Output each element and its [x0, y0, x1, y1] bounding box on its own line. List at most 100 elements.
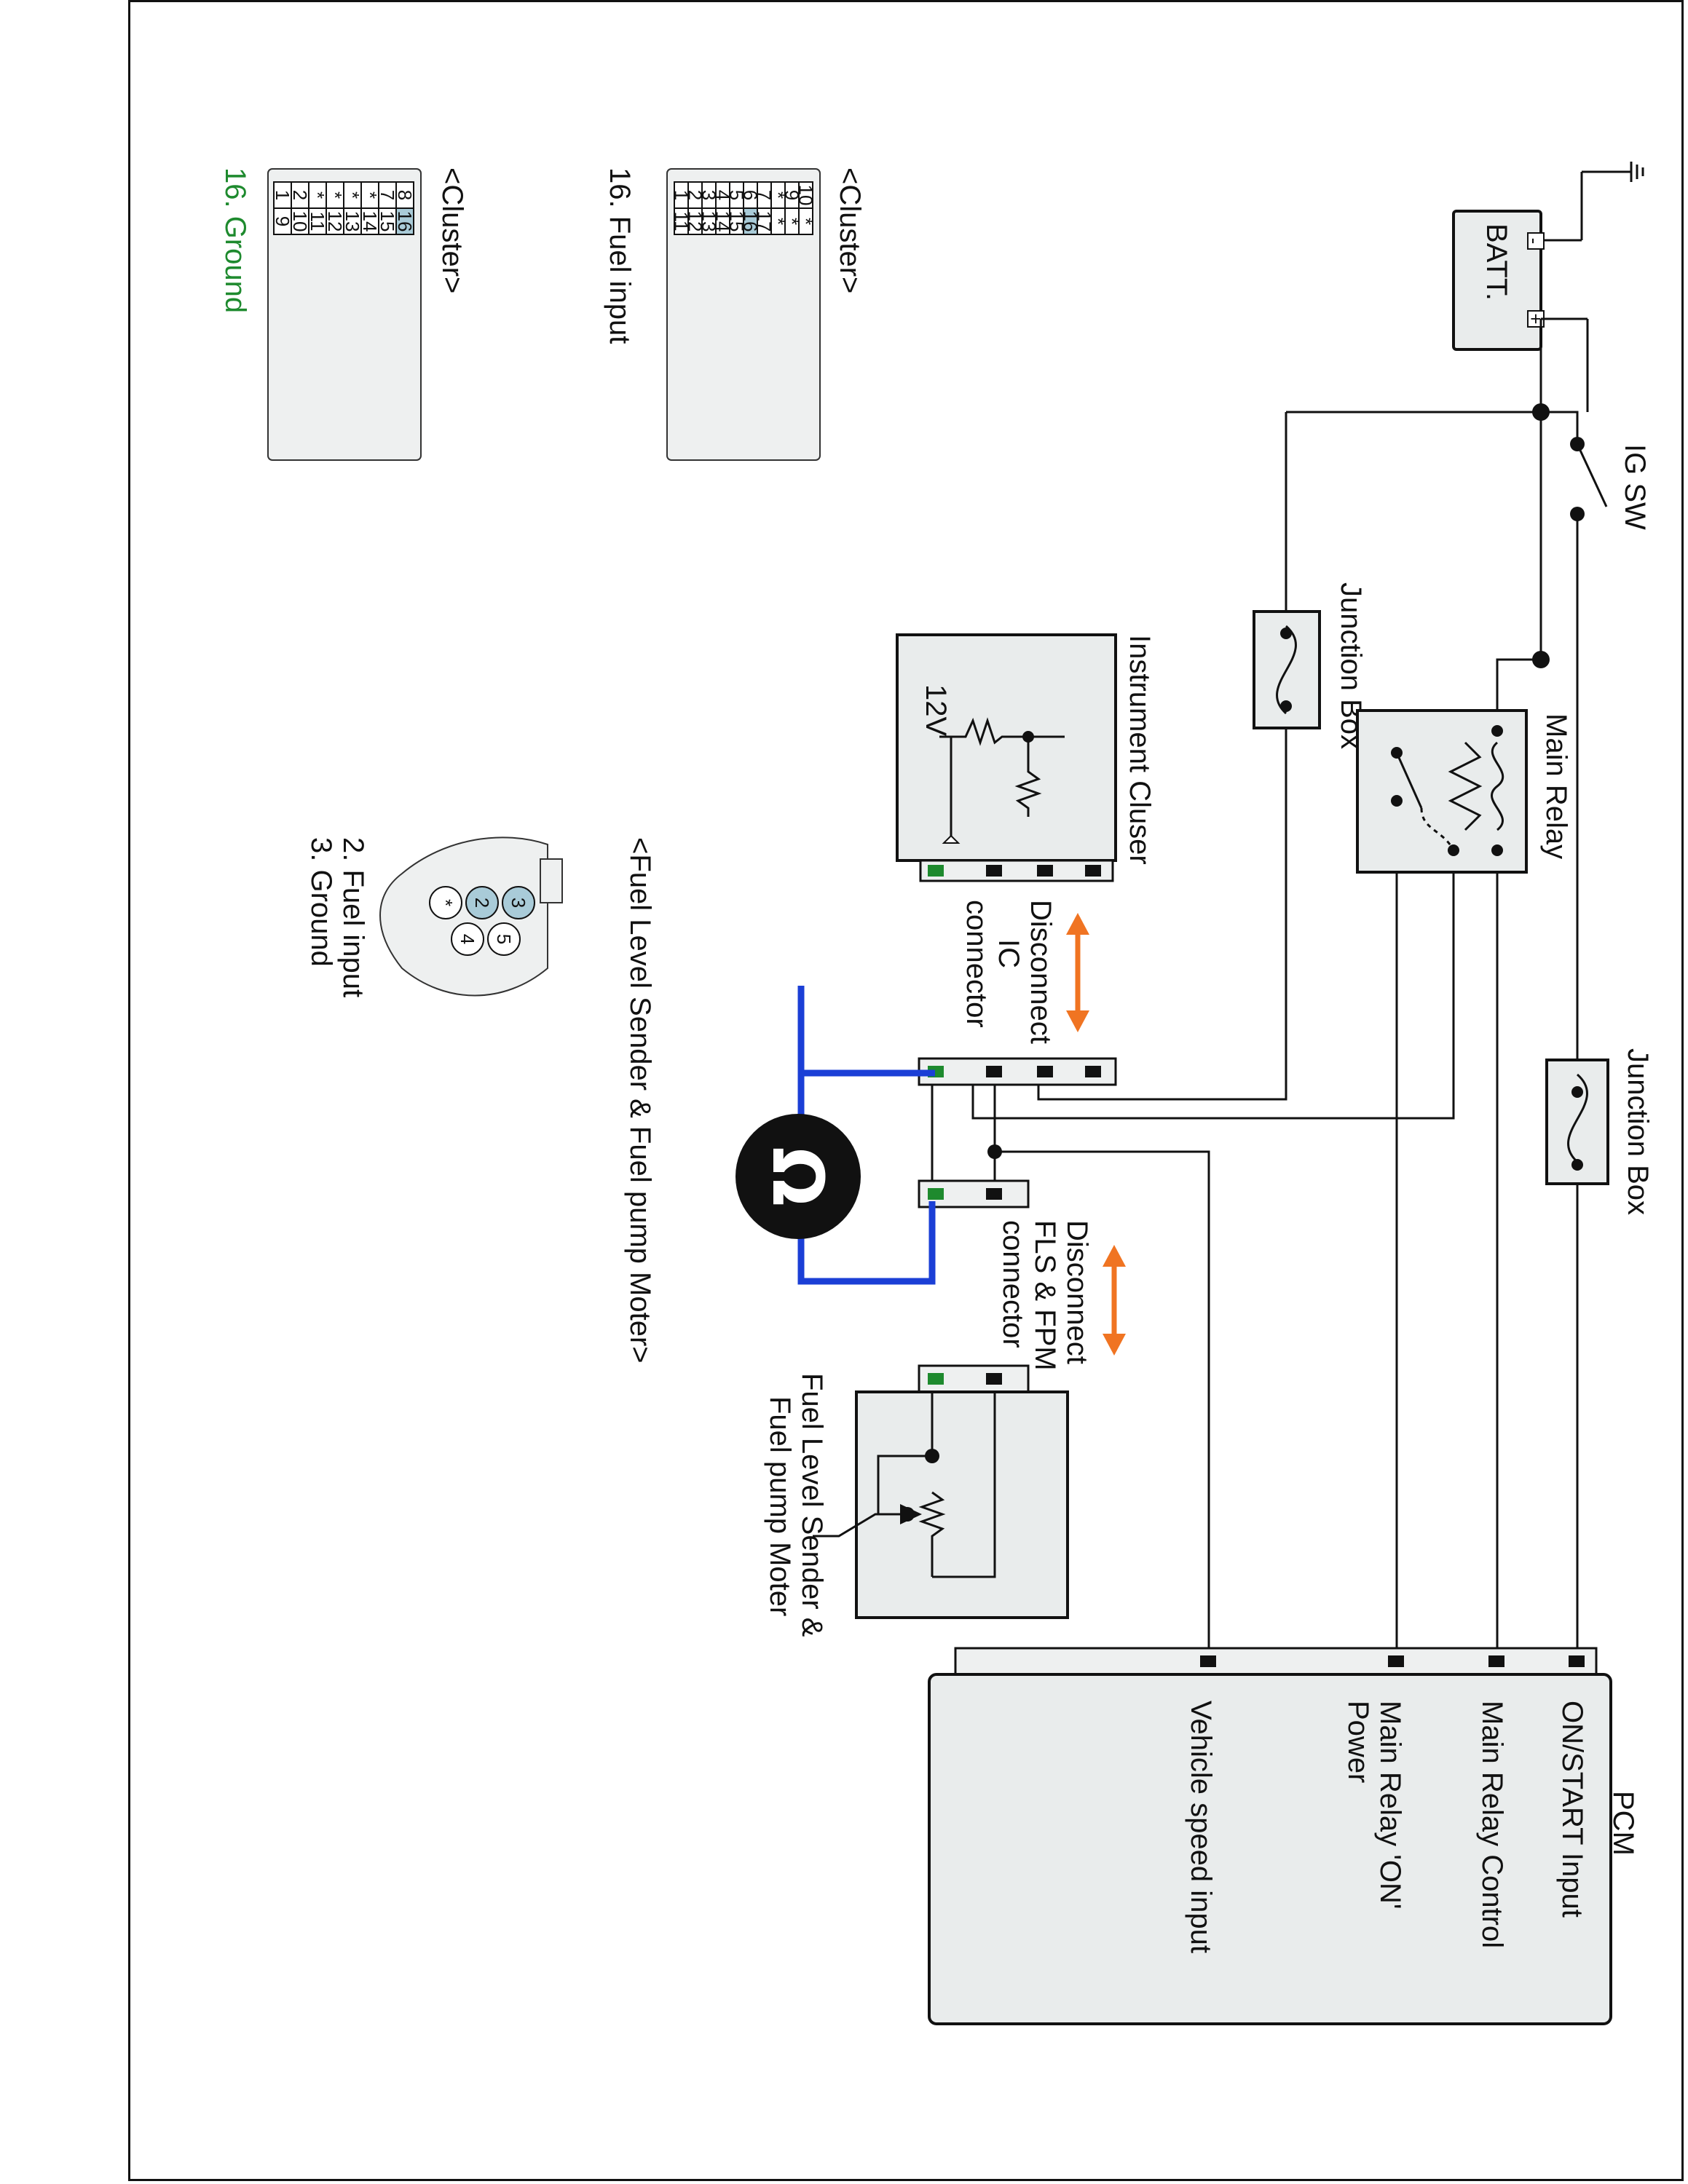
fuel-connector-caption-1: 2. Fuel input [337, 837, 369, 997]
ic-pin-signal [928, 865, 944, 877]
pin-number: 1 [671, 190, 693, 200]
pin-number: * [324, 191, 346, 199]
fuel-sender-connector-face: <Fuel Level Sender & Fuel pump Moter> 32… [305, 836, 656, 1364]
fls-wiper-arrow [813, 1513, 907, 1538]
fls-disconnect-line1: Disconnect [1061, 1220, 1093, 1364]
fuel-connector-pin-number: 4 [457, 934, 478, 944]
cluster-top-caption: 16. Fuel input [604, 167, 636, 344]
instrument-cluster-body [896, 633, 1117, 862]
fuel-level-sender: Fuel Level Sender & Fuel pump Moter [764, 1364, 1069, 1637]
ic-harness-connector [918, 1057, 1117, 1086]
fuel-connector-pin [487, 922, 521, 956]
pin-cell [273, 207, 292, 235]
instrument-cluster: 12V Instrument Cluser [896, 633, 1156, 882]
pcm-pin-speed: Vehicle speed input [1185, 1701, 1217, 1953]
pin-number: 2 [685, 190, 706, 200]
fuse-icon [1567, 1073, 1588, 1163]
fls-label-line2: Fuel pump Moter [764, 1396, 796, 1616]
ic-pin [1085, 865, 1101, 877]
pin-number: 2 [289, 190, 311, 200]
ohmmeter-test: Ω [735, 986, 936, 1285]
ic-connector-tab [919, 859, 1114, 882]
pin-number: 7 [754, 190, 776, 200]
relay-switch-lever [1395, 752, 1423, 809]
pin-number: 9 [272, 216, 293, 226]
pin-number: 1 [272, 190, 293, 200]
speed-node [987, 1144, 1002, 1159]
ohm-symbol: Ω [757, 1147, 838, 1206]
fuel-connector-pin-number: 2 [471, 898, 493, 908]
pin-number: * [307, 191, 328, 199]
ig-switch: IG SW [1570, 437, 1651, 530]
main-relay-label: Main Relay [1540, 713, 1572, 859]
bus-node [1532, 403, 1550, 421]
junction-box-2-label: Junction Box [1622, 1048, 1654, 1215]
igsw-lever [1576, 443, 1608, 507]
ic-resistor-icon [1014, 737, 1042, 817]
instrument-cluster-label: Instrument Cluser [1124, 635, 1156, 865]
fuel-connector-pin-number: * [435, 899, 457, 906]
fls-disconnect-line3: connector [997, 1220, 1029, 1348]
pcm-pin-control: Main Relay Control [1476, 1701, 1508, 1948]
fuel-connector-caption-2: 3. Ground [305, 837, 337, 967]
pin-number: 16 [394, 211, 416, 232]
ic-pin [986, 865, 1002, 877]
ic-voltage-label: 12V [920, 684, 952, 736]
fuel-connector-pin [465, 886, 499, 919]
ic-pin [1037, 865, 1053, 877]
pin-number: 3 [698, 190, 720, 200]
diagram-stage: - + BATT. [128, 0, 1684, 2181]
fls-harness-connector-body [918, 1179, 1030, 1208]
test-lead [797, 1069, 936, 1285]
bus-to-igsw [1541, 411, 1579, 444]
cluster-bottom-housing [267, 168, 422, 461]
junction-box-2-body [1545, 1059, 1609, 1185]
battery-minus-label: - [1523, 238, 1545, 245]
pin-number: 6 [740, 190, 762, 200]
fuel-connector-pins: 3 2 * 5 4 [429, 886, 535, 956]
fuel-connector-housing [379, 836, 548, 997]
battery [1452, 210, 1542, 351]
pin-number: * [768, 191, 789, 199]
pin-number: 11 [307, 212, 328, 232]
pin-number: 8 [394, 190, 416, 200]
cluster-bottom-title: <Cluster> [436, 167, 468, 293]
fls-harness-connector [918, 1144, 1030, 1208]
relay-to-ic-pin [971, 850, 1455, 1120]
ic-disconnect-line2: IC [993, 939, 1025, 968]
pin-number: 10 [289, 211, 311, 232]
relay-resistor-icon [1448, 741, 1483, 831]
pcm-pin-power-1: Main Relay 'ON' [1374, 1701, 1406, 1909]
pin-number: 12 [324, 211, 346, 232]
fuse-icon [1276, 625, 1297, 715]
relay-feed [1496, 658, 1541, 713]
pin-number: * [768, 218, 789, 225]
pin-number: 13 [342, 211, 363, 232]
pcm-body [928, 1673, 1612, 2025]
ic-disconnect-line1: Disconnect [1025, 900, 1057, 1044]
cluster-bottom-caption: 16. Ground [219, 167, 251, 313]
battery-group: - + BATT. [1452, 162, 1644, 351]
node-to-pcm-speed [995, 1150, 1210, 1660]
battery-label: BATT. [1480, 223, 1513, 301]
pcm-label: PCM [1607, 1791, 1639, 1856]
pin-number: 7 [376, 190, 398, 200]
relay-coil-icon [1491, 741, 1504, 831]
ic-diode-icon [942, 834, 961, 844]
fls-body [855, 1390, 1069, 1619]
pin-number: 14 [359, 211, 381, 232]
fuel-connector-pin-number: 5 [493, 934, 515, 944]
ic-resistor-icon [939, 717, 1028, 746]
fuel-connector-pin-number: 3 [508, 898, 529, 908]
ic-disconnect-line3: connector [961, 900, 993, 1028]
wiring-diagram: - + BATT. [219, 162, 1654, 2025]
pcm-pin-power-2: Power [1342, 1701, 1374, 1783]
pcm-pin-start: ON/START Input [1556, 1701, 1588, 1918]
fuel-connector-pin [502, 886, 535, 919]
fls-disconnect-line2: FLS & FPM [1029, 1220, 1061, 1371]
igsw-label: IG SW [1619, 444, 1651, 530]
fuel-connector-pin [451, 922, 484, 956]
